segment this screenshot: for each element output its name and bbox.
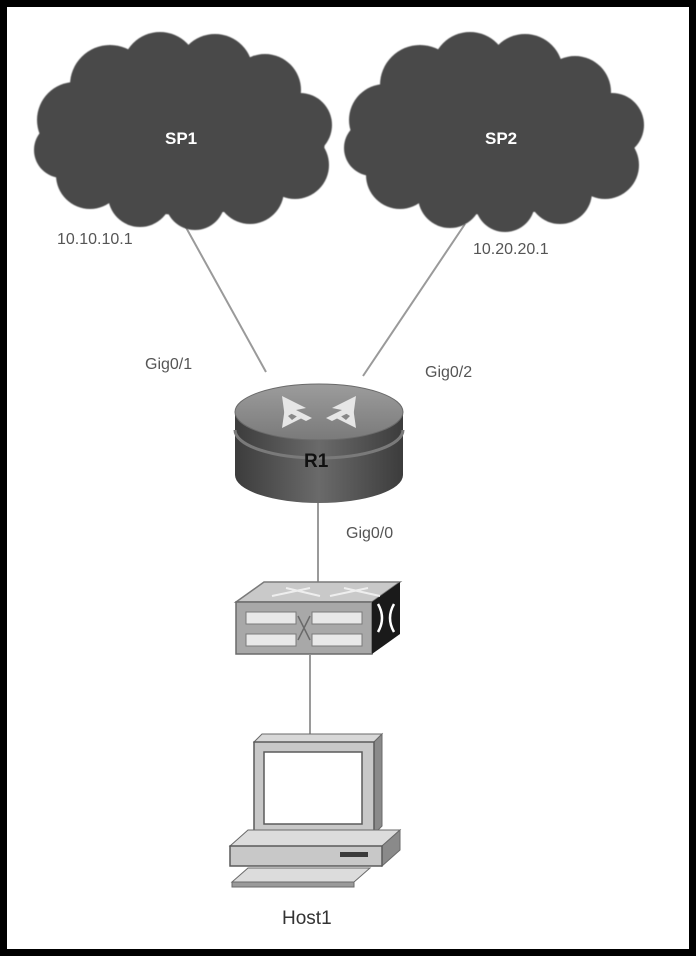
sp1-label: SP1 <box>165 129 198 148</box>
switch-icon <box>233 581 403 655</box>
link-sp1-r1 <box>182 221 267 373</box>
sp1-cloud <box>34 32 332 230</box>
host1-computer-icon <box>228 732 402 888</box>
sp2-cloud <box>344 32 644 232</box>
r1-gig0-0-label: Gig0/0 <box>346 525 394 542</box>
r1-gig0-2-label: Gig0/2 <box>425 364 473 381</box>
sp2-label: SP2 <box>485 129 518 148</box>
sp2-ip-label: 10.20.20.1 <box>473 241 549 258</box>
router-r1-icon <box>233 383 405 503</box>
link-sp2-r1 <box>362 223 466 377</box>
router-r1-label: R1 <box>304 451 329 472</box>
host1-label: Host1 <box>282 908 332 929</box>
sp1-ip-label: 10.10.10.1 <box>57 231 133 248</box>
router-arrows-icon <box>282 396 356 428</box>
r1-gig0-1-label: Gig0/1 <box>145 356 193 373</box>
